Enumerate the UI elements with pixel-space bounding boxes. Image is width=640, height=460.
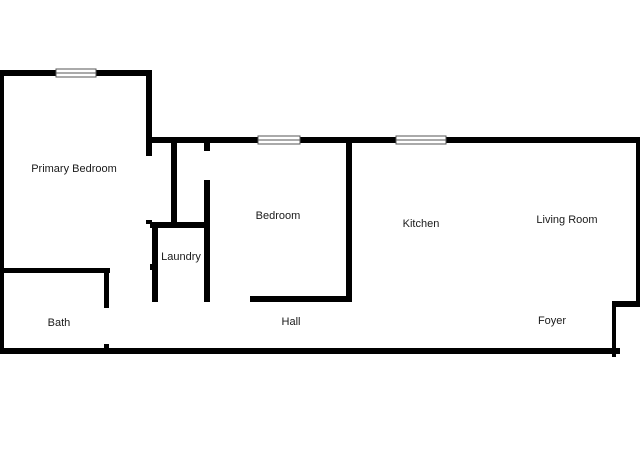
label-foyer: Foyer bbox=[538, 315, 566, 327]
label-bath: Bath bbox=[48, 317, 71, 329]
wall-primary-left bbox=[0, 70, 4, 272]
label-primary-bedroom: Primary Bedroom bbox=[31, 163, 117, 175]
label-bedroom: Bedroom bbox=[256, 210, 301, 222]
wall-laundry-left bbox=[152, 222, 158, 302]
label-hall: Hall bbox=[282, 316, 301, 328]
windows bbox=[55, 68, 447, 145]
wall-primary-right-upper bbox=[146, 70, 152, 156]
wall-bedroom-left-upper bbox=[204, 143, 210, 151]
wall-bedroom-right bbox=[346, 143, 352, 302]
window-kitchen bbox=[395, 135, 447, 145]
label-laundry: Laundry bbox=[161, 251, 201, 263]
wall-bedroom-bottom bbox=[250, 296, 352, 302]
wall-bath-top bbox=[0, 268, 110, 273]
wall-laundry-small bbox=[150, 264, 158, 270]
wall-main-top bbox=[146, 137, 640, 143]
wall-bath-right bbox=[104, 268, 109, 308]
window-primary-bedroom bbox=[55, 68, 97, 78]
room-labels: Primary Bedroom Bedroom Laundry Kitchen … bbox=[31, 163, 597, 329]
label-living-room: Living Room bbox=[536, 214, 597, 226]
wall-bath-left bbox=[0, 268, 4, 354]
wall-right-upper bbox=[636, 137, 640, 307]
label-kitchen: Kitchen bbox=[403, 218, 440, 230]
window-bedroom bbox=[257, 135, 301, 145]
wall-bath-bottom bbox=[0, 348, 110, 354]
wall-primary-right-lower bbox=[146, 220, 152, 224]
wall-closet-column bbox=[171, 143, 177, 225]
wall-bath-right-lower bbox=[104, 344, 109, 354]
wall-right-stub bbox=[612, 301, 640, 307]
wall-laundry-right bbox=[204, 180, 210, 302]
wall-bottom bbox=[106, 348, 620, 354]
wall-closet-bottom bbox=[150, 222, 210, 228]
wall-right-lower bbox=[612, 301, 616, 357]
